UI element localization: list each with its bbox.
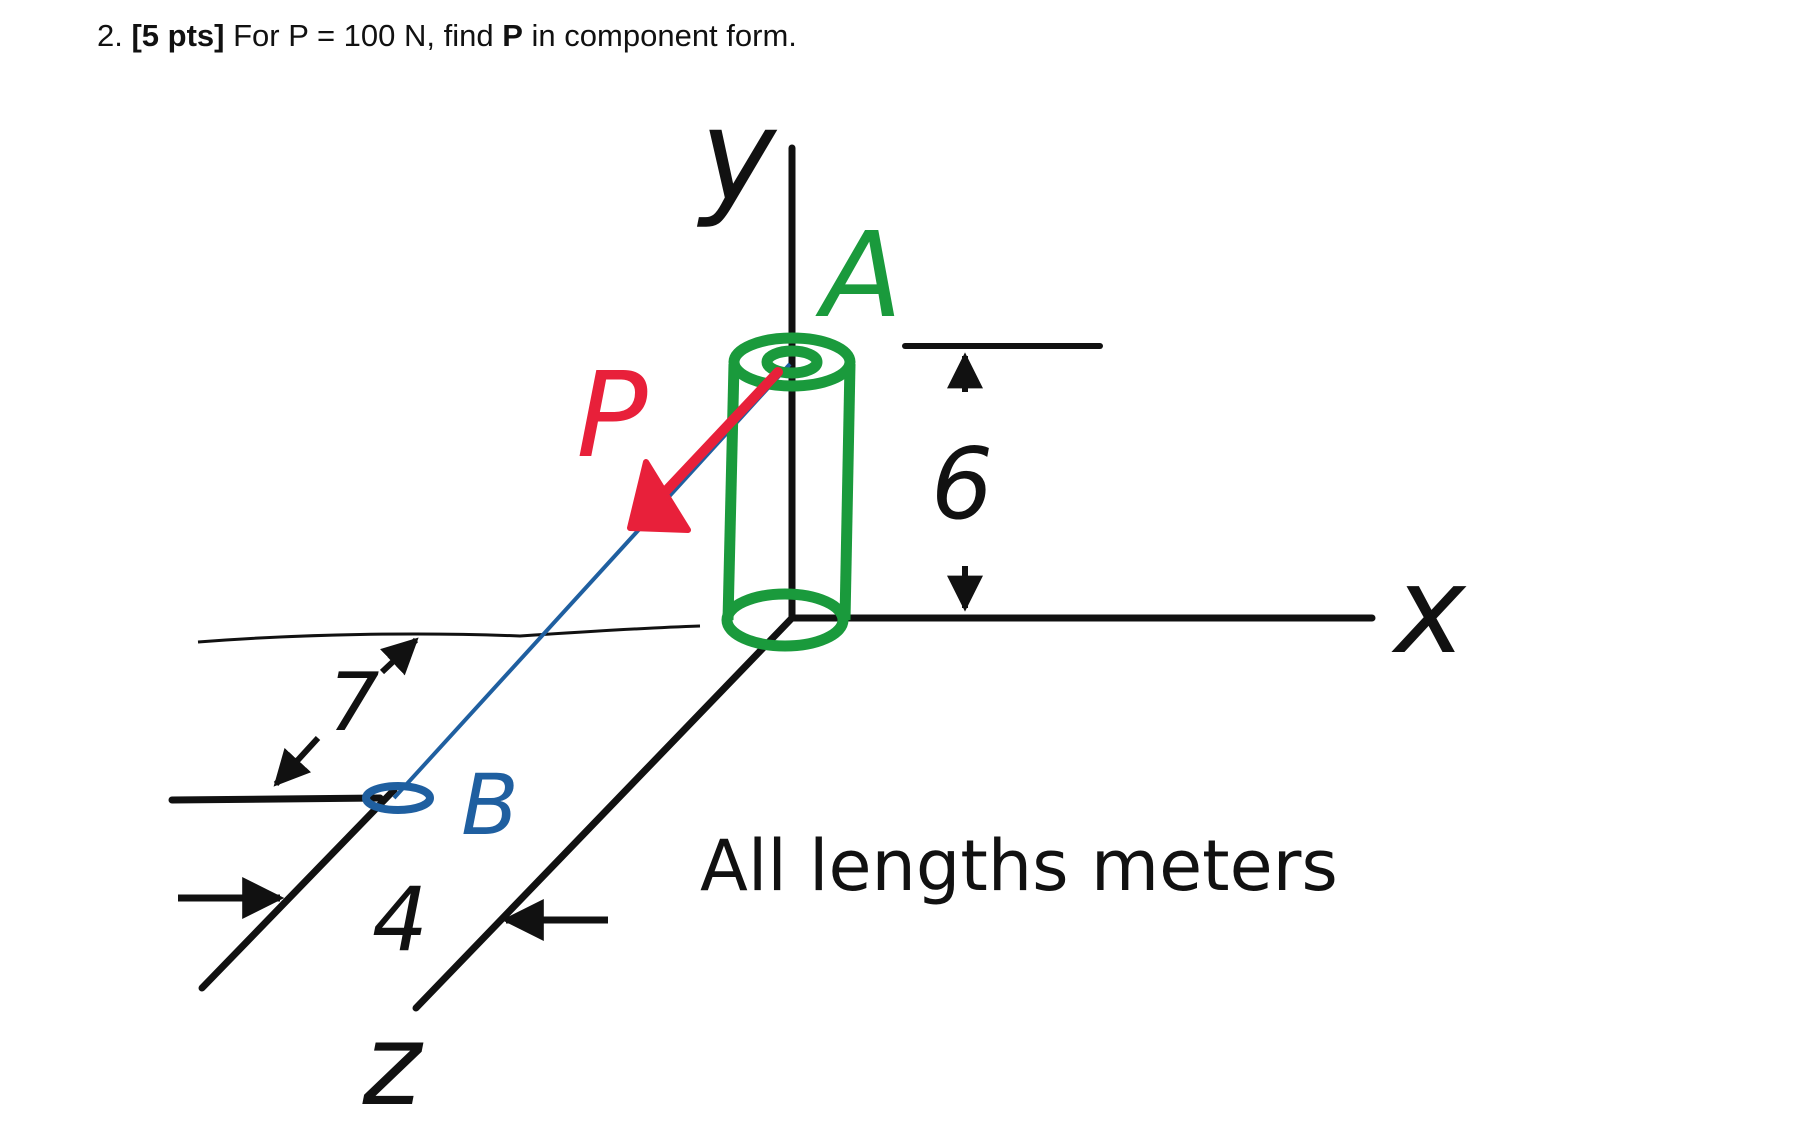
point-b-label: B	[461, 756, 519, 854]
collar-top-ellipse	[728, 332, 856, 392]
collar-bottom-ellipse	[721, 588, 849, 652]
b-reference-line	[168, 794, 384, 804]
collar-left-side	[722, 363, 740, 621]
force-p	[627, 367, 783, 533]
collar-top-inner	[761, 345, 823, 379]
reference-line-thin	[197, 624, 701, 644]
force-p-arrowhead	[627, 459, 691, 533]
dimension-7: 7	[273, 637, 419, 787]
problem-points: [5 pts]	[131, 18, 225, 53]
axis-z-label: z	[362, 1001, 424, 1131]
axes	[168, 144, 1376, 1012]
z-parallel-line	[198, 786, 398, 992]
point-a-label: A	[815, 206, 903, 344]
problem-number: 2.	[97, 18, 123, 53]
dimension-4: 4	[178, 868, 608, 971]
force-p-label: P	[576, 346, 647, 484]
problem-text-after: in component form.	[531, 18, 797, 53]
dim4-label: 4	[372, 868, 428, 971]
force-p-shaft	[643, 367, 783, 515]
collar-right-side	[839, 363, 856, 621]
problem-bold-vector: P	[502, 18, 523, 53]
point-b-marker	[362, 782, 434, 814]
dim7-label: 7	[329, 656, 380, 749]
collar-a	[721, 332, 856, 652]
z-axis	[412, 614, 796, 1012]
axis-x-label: x	[1390, 542, 1467, 681]
dim7-lower-arrow	[273, 735, 321, 787]
dim7-upper-arrow	[379, 637, 419, 676]
dimension-6: 6	[902, 343, 1103, 612]
dim6-label: 6	[931, 428, 993, 542]
problem-statement: 2. [5 pts] For P = 100 N, find P in comp…	[97, 18, 797, 54]
units-note: All lengths meters	[700, 825, 1338, 907]
axis-y-label: y	[696, 82, 778, 231]
problem-text-before: For P = 100 N, find	[233, 18, 494, 53]
